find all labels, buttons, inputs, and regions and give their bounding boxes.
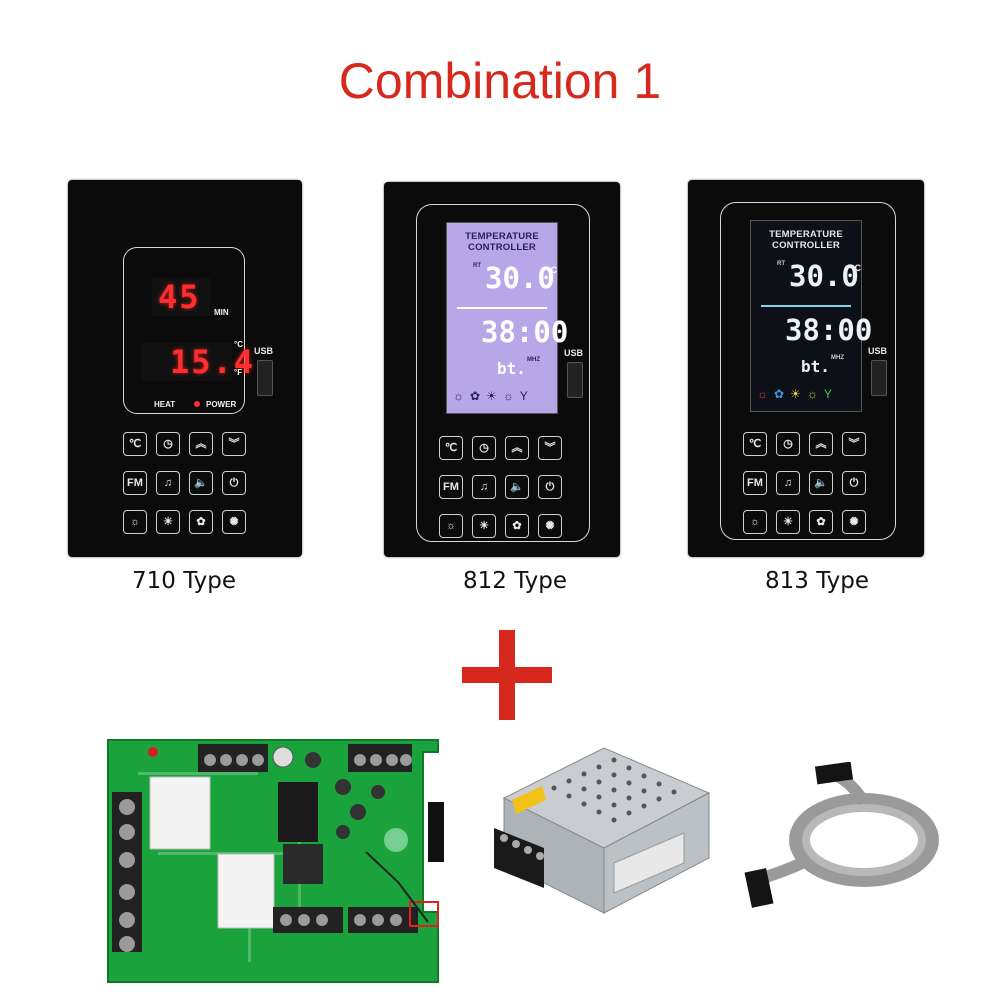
label-813-type: 813 Type [765,568,870,594]
temperature-display: 15.4 [170,343,256,381]
outer-frame [720,202,896,540]
ribbon-cable-image [744,762,939,908]
temperature-readout: 30.0 [789,259,859,293]
lcd-function-icons: ☼✿☀☼Y [757,387,838,401]
label-812-type: 812 Type [463,568,568,594]
power-label: POWER [206,400,237,409]
lcd-divider [457,307,547,309]
bulb-icon[interactable]: ☀ [472,514,496,538]
led-timer-window [152,278,210,316]
controller-710-panel: 45 MIN 15.4 °C °F HEAT POWER USB ℃ ◷ ︽ ︾… [68,180,302,557]
lamp-icon[interactable]: ✺ [538,514,562,538]
usb-port-icon[interactable] [567,362,583,398]
light-icon[interactable]: ☼ [439,514,463,538]
controller-812-panel: TEMPERATURE CONTROLLER RT 30.0 °C 38:00 … [384,182,620,557]
time-readout: 38:00 [481,315,569,349]
fm-button[interactable]: FM [123,471,147,495]
controller-813-panel: TEMPERATURE CONTROLLER RT 30.0 °C 38:00 … [688,180,924,557]
fan-icon[interactable]: ✿ [809,510,833,534]
min-label: MIN [214,308,229,317]
up-icon[interactable]: ︽ [189,432,213,456]
fan-icon[interactable]: ✿ [505,514,529,538]
clock-icon[interactable]: ◷ [472,436,496,460]
usb-label: USB [254,346,274,356]
up-icon[interactable]: ︽ [505,436,529,460]
music-icon[interactable]: ♫ [776,471,800,495]
plus-icon [462,630,552,720]
up-icon[interactable]: ︽ [809,432,833,456]
mhz-label: MHZ [527,357,540,363]
down-icon[interactable]: ︾ [222,432,246,456]
fan-icon[interactable]: ✿ [189,510,213,534]
clock-icon[interactable]: ◷ [776,432,800,456]
lcd-screen: TEMPERATURE CONTROLLER RT 30.0 °C 38:00 … [446,222,568,414]
usb-port-icon[interactable] [871,360,887,396]
page-title: Combination 1 [338,53,662,109]
usb-label: USB [868,346,888,356]
volume-icon[interactable]: 🔈 [505,475,529,499]
lamp-icon[interactable]: ✺ [842,510,866,534]
lamp-icon[interactable]: ✺ [222,510,246,534]
pcb-board-image [107,739,444,983]
bulb-icon[interactable]: ☀ [156,510,180,534]
power-indicator-icon [194,401,200,407]
power-icon[interactable]: ⏻ [222,471,246,495]
lcd-divider [761,305,851,307]
volume-icon[interactable]: 🔈 [189,471,213,495]
down-icon[interactable]: ︾ [842,432,866,456]
degree-label: °C [547,265,558,275]
light-icon[interactable]: ☼ [123,510,147,534]
fm-button[interactable]: FM [743,471,767,495]
temperature-readout: 30.0 [485,261,555,295]
degree-label: °C [851,263,862,273]
outer-frame [416,204,590,542]
fm-button[interactable]: FM [439,475,463,499]
power-icon[interactable]: ⏻ [538,475,562,499]
lcd-header: TEMPERATURE CONTROLLER [465,231,539,253]
usb-label: USB [564,348,584,358]
mhz-label: MHZ [831,355,844,361]
label-710-type: 710 Type [132,568,237,594]
music-icon[interactable]: ♫ [472,475,496,499]
display-frame [123,247,245,414]
power-icon[interactable]: ⏻ [842,471,866,495]
clock-icon[interactable]: ◷ [156,432,180,456]
light-icon[interactable]: ☼ [743,510,767,534]
time-readout: 38:00 [785,313,873,347]
music-icon[interactable]: ♫ [156,471,180,495]
fahrenheit-label: °F [234,368,243,377]
heat-label: HEAT [154,400,176,409]
thermometer-icon[interactable]: ℃ [743,432,767,456]
rt-label: RT [473,263,481,269]
track-readout: bt. [801,357,830,376]
usb-port-icon[interactable] [257,360,273,396]
timer-display: 45 [158,278,201,316]
bulb-icon[interactable]: ☀ [776,510,800,534]
track-readout: bt. [497,359,526,378]
power-supply-image [494,747,711,914]
celsius-label: °C [234,340,243,349]
lcd-function-icons: ☼✿☀☼Y [453,389,534,403]
down-icon[interactable]: ︾ [538,436,562,460]
lcd-header: TEMPERATURE CONTROLLER [769,229,843,251]
volume-icon[interactable]: 🔈 [809,471,833,495]
led-temp-window [142,343,232,381]
lcd-screen: TEMPERATURE CONTROLLER RT 30.0 °C 38:00 … [750,220,872,412]
thermometer-icon[interactable]: ℃ [123,432,147,456]
thermometer-icon[interactable]: ℃ [439,436,463,460]
rt-label: RT [777,261,785,267]
